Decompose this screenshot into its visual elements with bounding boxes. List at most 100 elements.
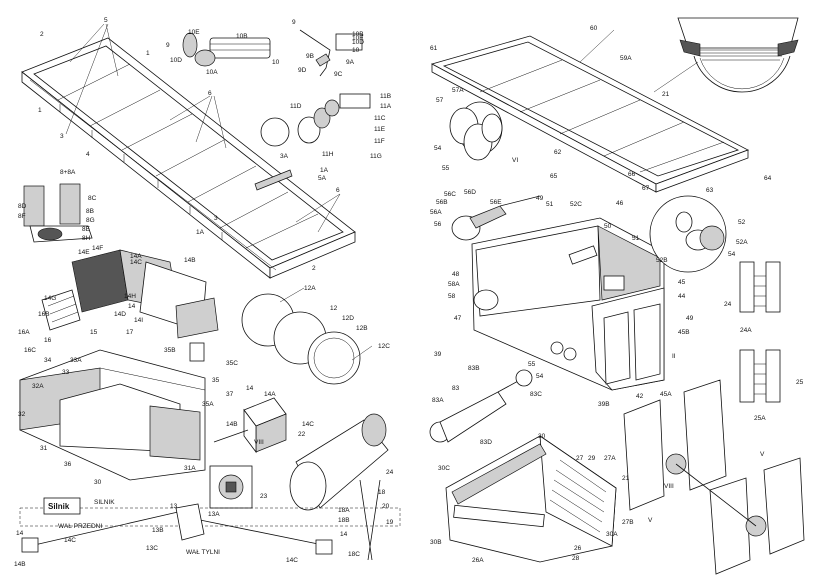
callout-11c: 11C xyxy=(374,115,386,122)
rear-shaft-label: WAŁ TYLNI xyxy=(186,549,220,556)
callout-52: 52 xyxy=(738,219,746,226)
callout-1: 1 xyxy=(38,107,42,114)
callout-14e: 14E xyxy=(78,249,90,256)
callout-66: 66 xyxy=(628,171,636,178)
headlight-57 xyxy=(449,101,503,161)
mirror-56 xyxy=(451,195,541,241)
callout-83b: 83B xyxy=(468,365,480,372)
callout-56a: 56A xyxy=(430,209,442,216)
callout-57: 57 xyxy=(436,97,444,104)
callout-54: 54 xyxy=(728,251,736,258)
callout-14i: 14I xyxy=(134,317,143,324)
callout-83: 83 xyxy=(452,385,460,392)
callout-V: V xyxy=(648,517,653,524)
step-ladder-25 xyxy=(739,349,781,403)
callout-14g: 14G xyxy=(44,295,56,302)
callout-26: 26 xyxy=(574,545,582,552)
callout-8p8a: 8+8A xyxy=(60,169,76,176)
callout-11g: 11G xyxy=(370,153,382,160)
front-shaft-label: WAŁ PRZEDNI xyxy=(58,523,102,530)
callout-11e: 11E xyxy=(374,126,386,133)
callout-14h: 14H xyxy=(124,293,136,300)
callout-52b: 52B xyxy=(656,257,668,264)
callout-30b: 30B xyxy=(430,539,442,546)
callout-42: 42 xyxy=(636,393,644,400)
callout-35a: 35A xyxy=(202,401,214,408)
callout-14d: 14D xyxy=(114,311,126,318)
callout-II: II xyxy=(672,353,676,360)
callout-12: 12 xyxy=(330,305,338,312)
callout-27a: 27A xyxy=(604,455,616,462)
callout-83a: 83A xyxy=(432,397,444,404)
callout-5a: 5A xyxy=(318,175,327,182)
callout-8d: 8D xyxy=(18,203,27,210)
callout-10: 10 xyxy=(352,47,360,54)
callout-23: 23 xyxy=(260,493,268,500)
truck-cab xyxy=(471,217,665,391)
callout-18: 18 xyxy=(378,489,386,496)
callout-10b: 10B xyxy=(236,33,248,40)
callout-13b: 13B xyxy=(152,527,164,534)
callout-9a: 9A xyxy=(346,59,355,66)
callout-33a: 33A xyxy=(70,357,82,364)
callout-14f: 14F xyxy=(92,245,103,252)
callout-5: 5 xyxy=(104,17,108,24)
headlight-11 xyxy=(260,93,371,147)
callout-10b: 10B xyxy=(352,31,364,38)
callout-12a: 12A xyxy=(304,285,316,292)
callout-50: 50 xyxy=(604,223,612,230)
callout-10e: 10E xyxy=(188,29,200,36)
callout-8f: 8F xyxy=(18,213,26,220)
callout-56e: 56E xyxy=(490,199,502,206)
callout-11d: 11D xyxy=(290,103,302,110)
callout-18a: 18A xyxy=(338,507,350,514)
callout-9: 9 xyxy=(166,42,170,49)
wheel-hub-10 xyxy=(182,32,271,67)
callout-6: 6 xyxy=(336,187,340,194)
callout-57a: 57A xyxy=(452,87,464,94)
callout-52c: 52C xyxy=(570,201,582,208)
drivetrain-13 xyxy=(19,479,401,561)
callout-14c: 14C xyxy=(302,421,314,428)
callout-8e: 8E xyxy=(82,226,91,233)
callout-V: V xyxy=(760,451,765,458)
callout-64: 64 xyxy=(764,175,772,182)
step-ladder-24 xyxy=(739,261,781,313)
callout-9: 9 xyxy=(292,19,296,26)
callout-14b: 14B xyxy=(226,421,238,428)
callout-2: 2 xyxy=(40,31,44,38)
chassis-frame xyxy=(21,37,356,279)
callout-14c: 14C xyxy=(286,557,298,564)
callout-14: 14 xyxy=(246,385,254,392)
ladder-frame-59 xyxy=(430,35,749,193)
callout-30: 30 xyxy=(94,479,102,486)
leader-lines xyxy=(65,23,699,361)
callout-14a: 14A xyxy=(130,253,142,260)
callout-45b: 45B xyxy=(678,329,690,336)
callout-51: 51 xyxy=(546,201,554,208)
callout-3: 3 xyxy=(214,215,218,222)
callout-20: 20 xyxy=(382,503,390,510)
callout-2: 2 xyxy=(312,265,316,272)
callout-56d: 56D xyxy=(464,189,476,196)
callout-51: 51 xyxy=(632,235,640,242)
callout-12d: 12D xyxy=(342,315,354,322)
callout-14c: 14C xyxy=(130,259,142,266)
callout-28: 28 xyxy=(572,555,580,562)
callout-10d: 10D xyxy=(352,39,364,46)
callout-4: 4 xyxy=(86,151,90,158)
callout-65: 65 xyxy=(550,173,558,180)
callout-VIII: VIII xyxy=(664,483,674,490)
callout-49: 49 xyxy=(536,195,544,202)
wheel-12 xyxy=(241,293,361,385)
callout-61: 61 xyxy=(430,45,438,52)
callout-VI: VI xyxy=(512,157,518,164)
callout-33: 33 xyxy=(62,369,70,376)
callout-12c: 12C xyxy=(378,343,390,350)
callout-67: 67 xyxy=(642,185,650,192)
callout-48: 48 xyxy=(452,271,460,278)
leaf-spring-21 xyxy=(677,17,799,93)
callout-19: 19 xyxy=(386,519,394,526)
callout-39: 39 xyxy=(434,351,442,358)
